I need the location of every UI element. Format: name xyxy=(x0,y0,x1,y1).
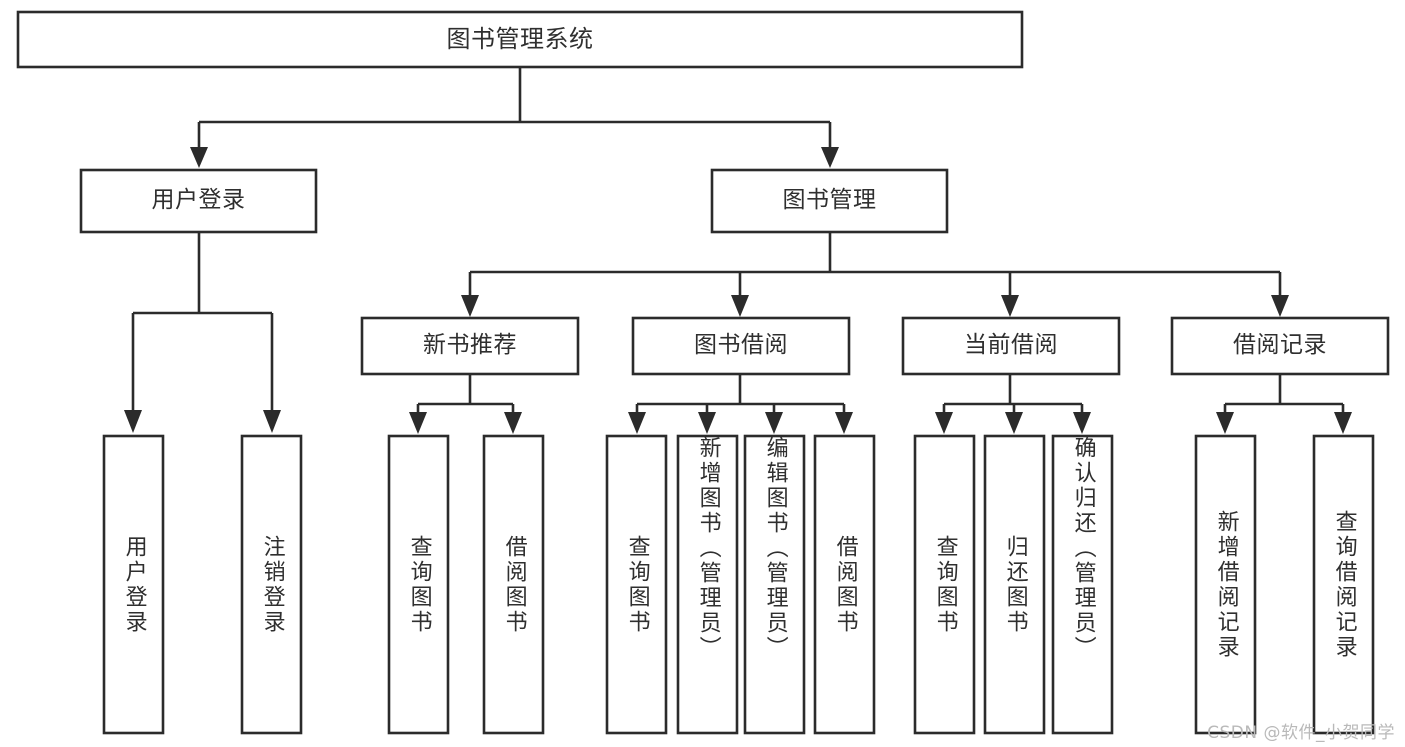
node-leaf-add-record[interactable] xyxy=(1194,434,1257,735)
arrow-to-leaf-query-book-3 xyxy=(935,412,953,434)
arrow-to-borrow-record xyxy=(1271,295,1289,317)
node-leaf-user-login[interactable] xyxy=(102,434,165,735)
node-book-borrow[interactable] xyxy=(631,316,851,376)
node-root[interactable] xyxy=(16,10,1024,69)
box-layer xyxy=(16,10,1390,735)
node-book-manage[interactable] xyxy=(710,168,949,234)
arrow-to-leaf-add-record xyxy=(1216,412,1234,434)
arrow-to-leaf-query-book-2 xyxy=(628,412,646,434)
node-leaf-add-book[interactable] xyxy=(676,434,739,735)
arrow-to-leaf-query-record xyxy=(1334,412,1352,434)
node-leaf-return-book[interactable] xyxy=(983,434,1046,735)
node-leaf-logout[interactable] xyxy=(240,434,303,735)
connector-layer xyxy=(124,67,1352,434)
arrow-root-to-book-manage xyxy=(821,147,839,168)
node-leaf-borrow-book-1[interactable] xyxy=(482,434,545,735)
node-leaf-borrow-book-2[interactable] xyxy=(813,434,876,735)
arrow-to-book-borrow xyxy=(731,295,749,317)
node-leaf-query-book-3[interactable] xyxy=(913,434,976,735)
arrow-to-current-borrow xyxy=(1001,295,1019,317)
node-leaf-query-book-2[interactable] xyxy=(605,434,668,735)
arrow-to-leaf-confirm-return xyxy=(1073,412,1091,434)
arrow-to-leaf-return-book xyxy=(1005,412,1023,434)
arrow-to-leaf-logout xyxy=(263,410,281,433)
arrow-to-leaf-borrow-book-2 xyxy=(835,412,853,434)
node-user-login[interactable] xyxy=(79,168,318,234)
arrow-to-leaf-query-book-1 xyxy=(409,412,427,434)
arrow-to-new-book-recommend xyxy=(461,295,479,317)
arrow-to-leaf-add-book xyxy=(698,412,716,434)
node-leaf-edit-book[interactable] xyxy=(743,434,806,735)
node-current-borrow[interactable] xyxy=(901,316,1121,376)
arrow-to-leaf-user-login xyxy=(124,410,142,433)
arrow-to-leaf-borrow-book-1 xyxy=(504,412,522,434)
node-leaf-query-record[interactable] xyxy=(1312,434,1375,735)
arrow-root-to-user-login xyxy=(190,147,208,168)
node-leaf-query-book-1[interactable] xyxy=(387,434,450,735)
node-new-book-recommend[interactable] xyxy=(360,316,580,376)
node-leaf-confirm-return[interactable] xyxy=(1051,434,1114,735)
arrow-to-leaf-edit-book xyxy=(765,412,783,434)
node-borrow-record[interactable] xyxy=(1170,316,1390,376)
